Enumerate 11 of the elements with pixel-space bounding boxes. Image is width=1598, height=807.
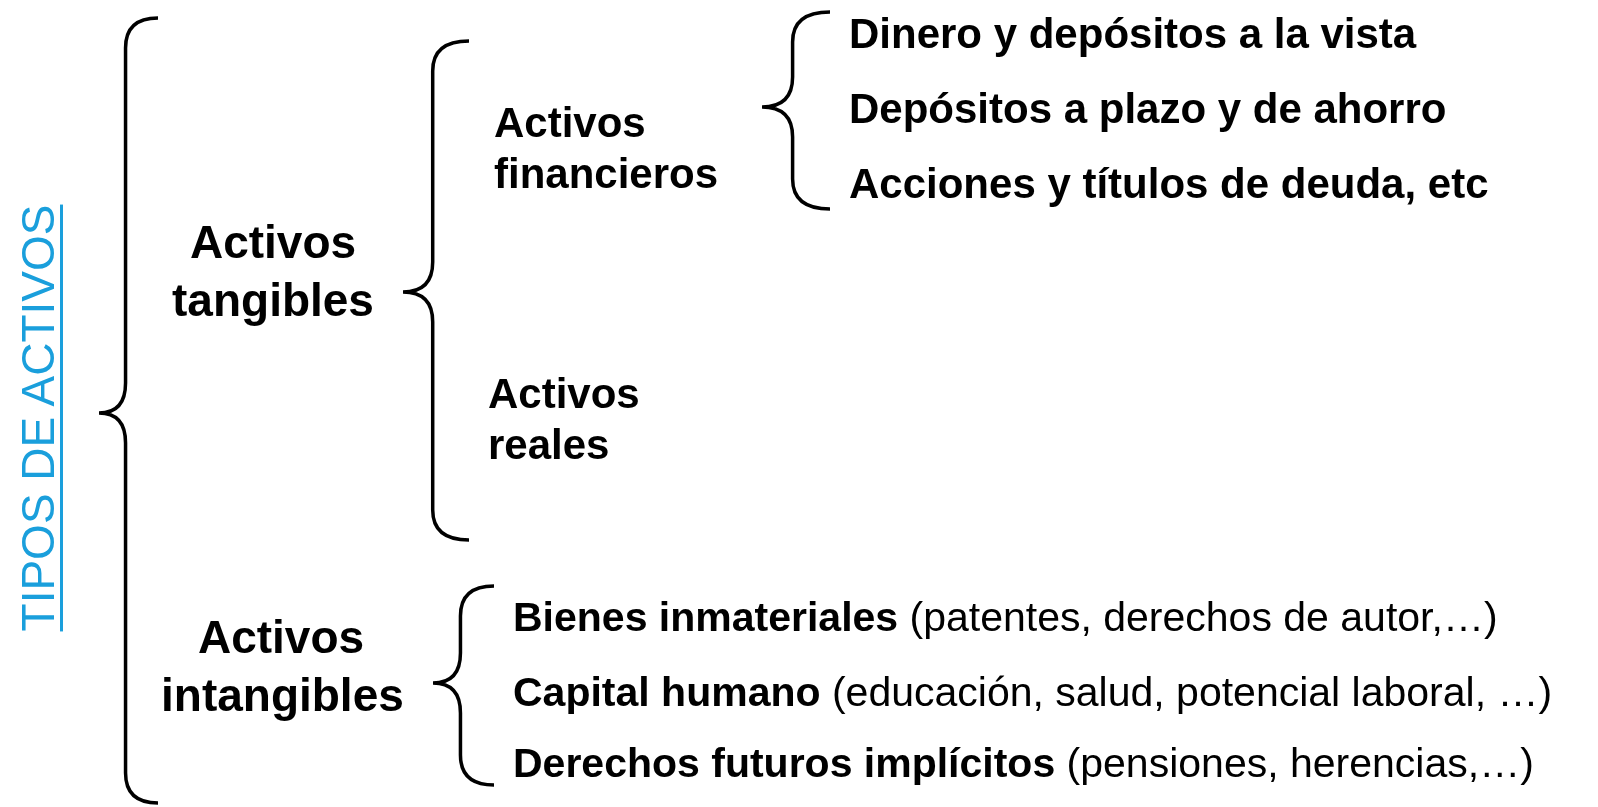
node-label: Bienes inmateriales (patentes, derechos de autor,…): [513, 593, 1498, 643]
node-label: Derechos futuros implícitos (pensiones, herencias,…): [513, 739, 1534, 789]
node-label: Acciones y títulos de deuda, etc: [849, 158, 1489, 209]
node-label: Activos intangibles: [161, 610, 401, 723]
node-label: Activos financieros: [494, 98, 720, 199]
node-label: Activos reales: [488, 369, 641, 470]
node-label: Depósitos a plazo y de ahorro: [849, 83, 1447, 134]
title-text: TIPOS DE ACTIVOS: [11, 204, 65, 632]
node-label: Activos tangibles: [171, 215, 375, 328]
node-label: Capital humano (educación, salud, potencial laboral, …): [513, 668, 1553, 718]
node-label: Dinero y depósitos a la vista: [849, 8, 1417, 59]
